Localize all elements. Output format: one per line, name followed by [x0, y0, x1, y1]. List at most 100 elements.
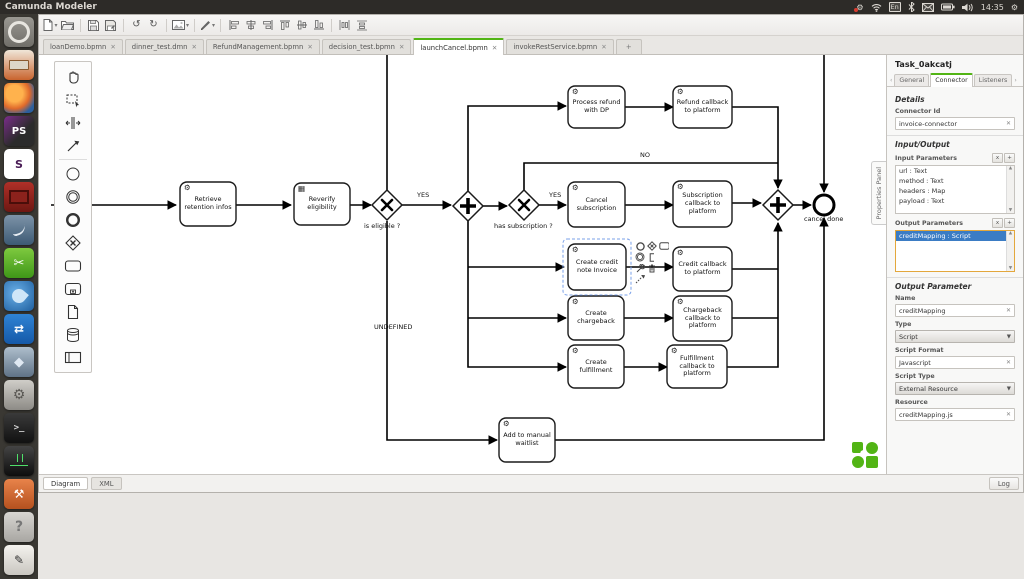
scroll-up-icon[interactable]: ▲: [1009, 231, 1012, 236]
type-select[interactable]: Script ▼: [895, 330, 1015, 343]
launcher-unknown-app[interactable]: ?: [4, 512, 34, 542]
resource-input[interactable]: creditMapping.js ✕: [895, 408, 1015, 421]
script-type-select[interactable]: External Resource ▼: [895, 382, 1015, 395]
launcher-red-app[interactable]: [4, 182, 34, 212]
launcher-text-editor[interactable]: ✎: [4, 545, 34, 575]
new-file-button[interactable]: ▾: [43, 18, 58, 33]
mail-icon[interactable]: [922, 3, 934, 12]
output-parameters-list[interactable]: creditMapping : Script ▲ ▼: [895, 230, 1015, 272]
launcher-phpstorm[interactable]: PS: [4, 116, 34, 146]
wifi-icon[interactable]: [871, 3, 882, 12]
new-tab-button[interactable]: +: [616, 39, 642, 54]
task-label[interactable]: Create credit note Invoice: [570, 246, 624, 288]
task-label[interactable]: Fulfillment callback to platform: [671, 347, 723, 386]
task-label[interactable]: Create chargeback: [570, 298, 622, 338]
remove-input-parameter-button[interactable]: x: [992, 153, 1003, 163]
hand-tool[interactable]: [61, 65, 85, 88]
tab-general[interactable]: General: [894, 74, 929, 86]
tabs-scroll-left[interactable]: ‹: [889, 77, 893, 86]
launcher-system-tweak[interactable]: ⚙: [4, 380, 34, 410]
session-gear-icon[interactable]: ⚙: [1011, 3, 1018, 12]
new-file-caret[interactable]: ▾: [54, 22, 57, 29]
clear-icon[interactable]: ✕: [1006, 411, 1011, 418]
tab-connector[interactable]: Connector: [930, 73, 972, 87]
task-label[interactable]: Subscription callback to platform: [677, 183, 728, 225]
global-connect-tool[interactable]: [61, 134, 85, 157]
script-format-input[interactable]: Javascript ✕: [895, 356, 1015, 369]
create-data-object[interactable]: [61, 300, 85, 323]
clear-icon[interactable]: ✕: [1006, 359, 1011, 366]
launcher-thunderbird[interactable]: [4, 281, 34, 311]
task-label[interactable]: Credit callback to platform: [677, 249, 728, 289]
align-top-button[interactable]: [277, 18, 292, 33]
clock[interactable]: 14:35: [981, 3, 1004, 12]
export-image-button[interactable]: ▾: [172, 18, 189, 33]
task-label[interactable]: Retrieve retention infos: [182, 184, 234, 224]
save-button[interactable]: [86, 18, 101, 33]
launcher-teamviewer[interactable]: ⇄: [4, 314, 34, 344]
close-icon[interactable]: ✕: [307, 43, 312, 51]
list-item[interactable]: url : Text: [896, 166, 1007, 176]
task-label[interactable]: Chargeback callback to platform: [677, 298, 728, 339]
distribute-horizontal-button[interactable]: [337, 18, 352, 33]
align-right-button[interactable]: [260, 18, 275, 33]
log-button[interactable]: Log: [989, 477, 1019, 490]
clear-icon[interactable]: ✕: [1006, 120, 1011, 127]
scroll-down-icon[interactable]: ▼: [1009, 208, 1012, 213]
bluetooth-icon[interactable]: [908, 2, 915, 12]
tab-dinner-test[interactable]: dinner_test.dmn✕: [125, 39, 204, 54]
tab-decision-test[interactable]: decision_test.bpmn✕: [322, 39, 412, 54]
list-item[interactable]: payload : Text: [896, 196, 1007, 206]
append-text-annotation-icon[interactable]: [647, 252, 657, 262]
create-subprocess[interactable]: [61, 277, 85, 300]
create-task[interactable]: [61, 254, 85, 277]
align-bottom-button[interactable]: [311, 18, 326, 33]
tool-brush-caret[interactable]: ▾: [212, 22, 215, 29]
align-middle-button[interactable]: [294, 18, 309, 33]
launcher-system-monitor[interactable]: [4, 446, 34, 476]
properties-panel-toggle[interactable]: Properties Panel: [871, 161, 886, 225]
append-end-event-icon[interactable]: [635, 241, 645, 251]
add-input-parameter-button[interactable]: +: [1004, 153, 1015, 163]
task-label[interactable]: Refund callback to platform: [675, 88, 730, 126]
append-gateway-icon[interactable]: [647, 241, 657, 251]
tab-diagram[interactable]: Diagram: [43, 477, 88, 490]
launcher-firefox[interactable]: [4, 83, 34, 113]
tab-launchCancel-active[interactable]: launchCancel.bpmn✕: [413, 38, 504, 55]
scrollbar[interactable]: ▲ ▼: [1006, 166, 1014, 213]
task-label[interactable]: Create fulfillment: [570, 347, 622, 386]
connect-icon[interactable]: [635, 274, 645, 284]
task-label[interactable]: Reverify eligibility: [296, 185, 348, 223]
save-as-button[interactable]: [103, 18, 118, 33]
list-item[interactable]: method : Text: [896, 176, 1007, 186]
launcher-ubuntu-dash[interactable]: [4, 17, 34, 47]
remove-output-parameter-button[interactable]: x: [992, 218, 1003, 228]
align-left-button[interactable]: [226, 18, 241, 33]
keyboard-layout-indicator[interactable]: En: [889, 2, 901, 12]
close-icon[interactable]: ✕: [191, 43, 196, 51]
input-parameters-list[interactable]: url : Text method : Text headers : Map p…: [895, 165, 1015, 214]
launcher-virtualbox[interactable]: ◆: [4, 347, 34, 377]
create-end-event[interactable]: [61, 208, 85, 231]
add-output-parameter-button[interactable]: +: [1004, 218, 1015, 228]
list-item[interactable]: headers : Map: [896, 186, 1007, 196]
create-gateway[interactable]: [61, 231, 85, 254]
launcher-terminal[interactable]: >_: [4, 413, 34, 443]
launcher-mysql-workbench[interactable]: [4, 215, 34, 245]
volume-icon[interactable]: [962, 3, 974, 12]
connector-id-input[interactable]: invoice-connector ✕: [895, 117, 1015, 130]
tab-RefundManagement[interactable]: RefundManagement.bpmn✕: [206, 39, 320, 54]
launcher-file-manager[interactable]: [4, 50, 34, 80]
battery-icon[interactable]: [941, 3, 955, 11]
distribute-vertical-button[interactable]: [354, 18, 369, 33]
task-label[interactable]: Process refund with DP: [570, 88, 623, 126]
redo-button[interactable]: ↻: [146, 18, 161, 33]
clear-icon[interactable]: ✕: [1006, 307, 1011, 314]
name-input[interactable]: creditMapping ✕: [895, 304, 1015, 317]
task-label[interactable]: Add to manual waitlist: [501, 420, 553, 460]
create-data-store[interactable]: [61, 323, 85, 346]
space-tool[interactable]: [61, 111, 85, 134]
lasso-tool[interactable]: [61, 88, 85, 111]
append-task-icon[interactable]: [659, 241, 669, 251]
export-image-caret[interactable]: ▾: [186, 22, 189, 29]
